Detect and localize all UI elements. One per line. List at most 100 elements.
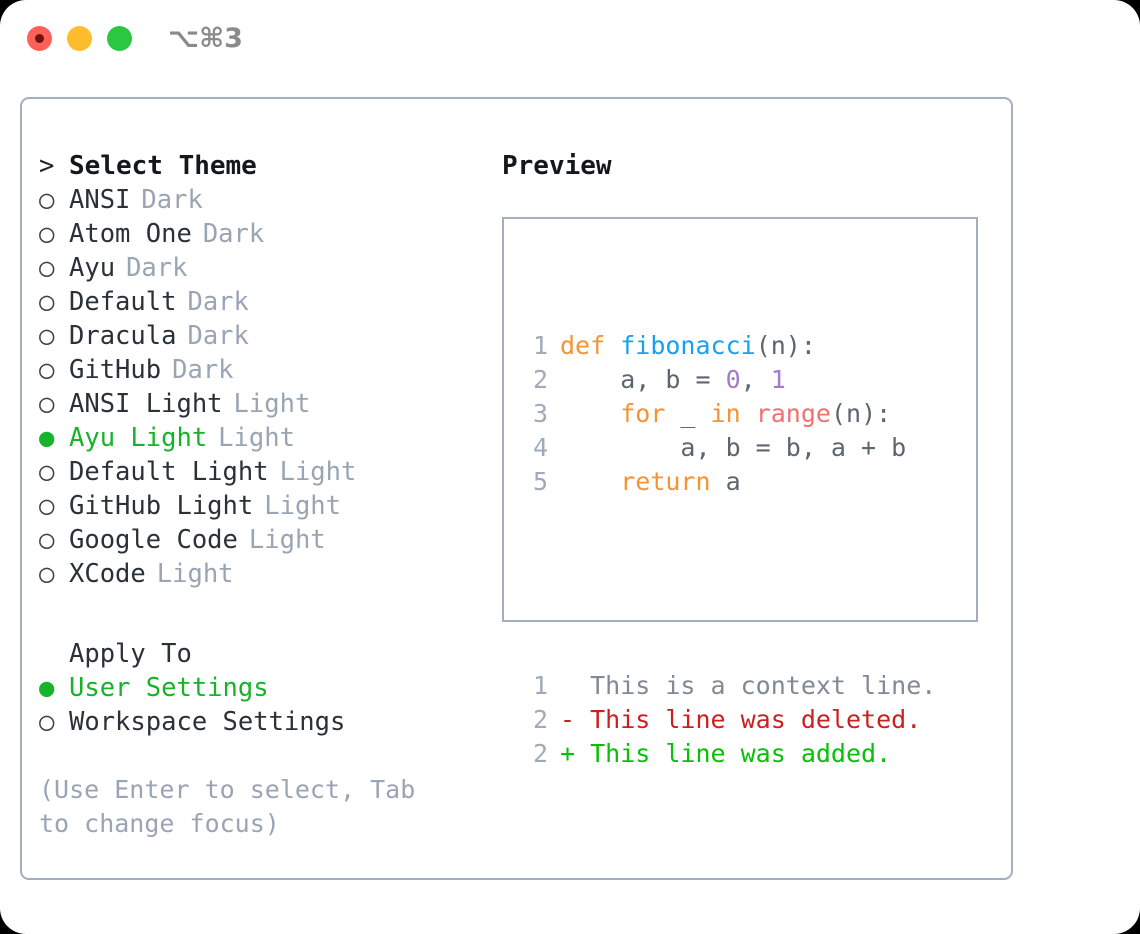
diff-line-number: 2 (532, 705, 548, 734)
theme-option-ayu-light[interactable]: ● Ayu Light Light (39, 421, 489, 455)
theme-option-label: Ayu (69, 253, 116, 283)
theme-option-label: ANSI Light (69, 389, 223, 419)
title-bar: ⌥⌘3 (0, 0, 1140, 78)
code-token: def (560, 331, 621, 360)
theme-variant-badge: Light (233, 389, 311, 419)
code-token: return (620, 467, 711, 496)
section-spacer (39, 591, 489, 637)
code-token: a, b = b, a + b (560, 433, 907, 462)
theme-option-github[interactable]: ○ GitHub Dark (39, 353, 489, 387)
theme-option-label: Dracula (69, 321, 177, 351)
theme-option-google-code[interactable]: ○ Google Code Light (39, 523, 489, 557)
code-token (560, 399, 620, 428)
code-token: fibonacci (620, 331, 756, 360)
minimize-icon[interactable] (67, 26, 92, 51)
theme-variant-badge: Dark (187, 287, 249, 317)
apply-to-option-label: User Settings (69, 673, 269, 703)
code-token: , (740, 365, 771, 394)
code-line: 4 a, b = b, a + b (522, 431, 936, 465)
diff-line: 2- This line was deleted. (522, 703, 936, 737)
zoom-icon[interactable] (107, 26, 132, 51)
radio-unselected-icon: ○ (39, 525, 55, 555)
radio-unselected-icon: ○ (39, 321, 55, 351)
code-token: 0 (725, 365, 741, 394)
theme-option-ansi-light[interactable]: ○ ANSI Light Light (39, 387, 489, 421)
theme-option-github-light[interactable]: ○ GitHub Light Light (39, 489, 489, 523)
diff-sign: - (560, 705, 576, 734)
theme-variant-badge: Light (218, 423, 295, 453)
code-token: a (710, 467, 741, 496)
theme-variant-badge: Dark (141, 185, 203, 215)
code-token: for (620, 399, 666, 428)
diff-line-number: 1 (532, 671, 548, 700)
radio-unselected-icon: ○ (39, 457, 55, 487)
apply-to-option-workspace-settings[interactable]: ○ Workspace Settings (39, 705, 489, 739)
theme-variant-badge: Light (248, 525, 326, 555)
diff-line: 2+ This line was added. (522, 737, 936, 771)
apply-to-heading: Apply To (39, 637, 489, 671)
code-token: in (710, 399, 741, 428)
code-token: a, b = (560, 365, 726, 394)
code-line: 3 for _ in range(n): (522, 397, 936, 431)
keyboard-hint-text: (Use Enter to select, Tab to change focu… (39, 775, 416, 838)
radio-unselected-icon: ○ (39, 355, 55, 385)
theme-variant-badge: Dark (187, 321, 249, 351)
theme-option-label: GitHub Light (69, 491, 254, 521)
radio-unselected-icon: ○ (39, 219, 55, 249)
radio-unselected-icon: ○ (39, 185, 55, 215)
theme-variant-badge: Light (264, 491, 341, 521)
theme-option-label: Default (69, 287, 177, 317)
theme-option-label: ANSI (69, 185, 131, 215)
code-line-number: 1 (532, 331, 548, 360)
theme-variant-badge: Dark (126, 253, 188, 283)
radio-unselected-icon: ○ (39, 389, 55, 419)
apply-to-heading-label: Apply To (69, 639, 192, 669)
theme-option-default[interactable]: ○ Default Dark (39, 285, 489, 319)
theme-option-dracula[interactable]: ○ Dracula Dark (39, 319, 489, 353)
keyboard-shortcut-label: ⌥⌘3 (168, 23, 243, 54)
code-token: range (755, 399, 831, 428)
theme-option-label: XCode (69, 559, 146, 589)
radio-unselected-icon: ○ (39, 491, 55, 521)
radio-unselected-icon: ○ (39, 707, 55, 737)
theme-option-label: Atom One (69, 219, 192, 249)
code-line-number: 2 (532, 365, 548, 394)
radio-unselected-icon: ○ (39, 287, 55, 317)
apply-to-option-label: Workspace Settings (69, 707, 346, 737)
code-line-number: 3 (532, 399, 548, 428)
radio-selected-icon: ● (39, 423, 55, 453)
diff-sign: + (560, 739, 576, 768)
diff-sign (560, 671, 575, 700)
code-line-number: 4 (532, 433, 548, 462)
close-icon[interactable] (27, 26, 52, 51)
theme-option-label: Google Code (69, 525, 238, 555)
theme-variant-badge: Dark (202, 219, 265, 249)
code-token (560, 467, 620, 496)
theme-variant-badge: Dark (172, 355, 234, 385)
apply-to-option-user-settings[interactable]: ●User Settings (39, 671, 489, 705)
theme-option-label: GitHub (69, 355, 162, 385)
apply-to-options-list: ●User Settings○ Workspace Settings (39, 671, 489, 739)
theme-option-atom-one[interactable]: ○ Atom One Dark (39, 217, 489, 251)
diff-text: This line was deleted. (575, 705, 922, 734)
code-token: 1 (770, 365, 786, 394)
diff-sample-lines: 1 This is a context line.2- This line wa… (522, 669, 936, 771)
code-token: _ (665, 399, 711, 428)
traffic-lights (27, 26, 132, 51)
theme-option-ansi[interactable]: ○ ANSI Dark (39, 183, 489, 217)
code-token (741, 399, 756, 428)
diff-line: 1 This is a context line. (522, 669, 936, 703)
theme-option-label: Ayu Light (69, 423, 208, 453)
diff-line-number: 2 (532, 739, 548, 768)
